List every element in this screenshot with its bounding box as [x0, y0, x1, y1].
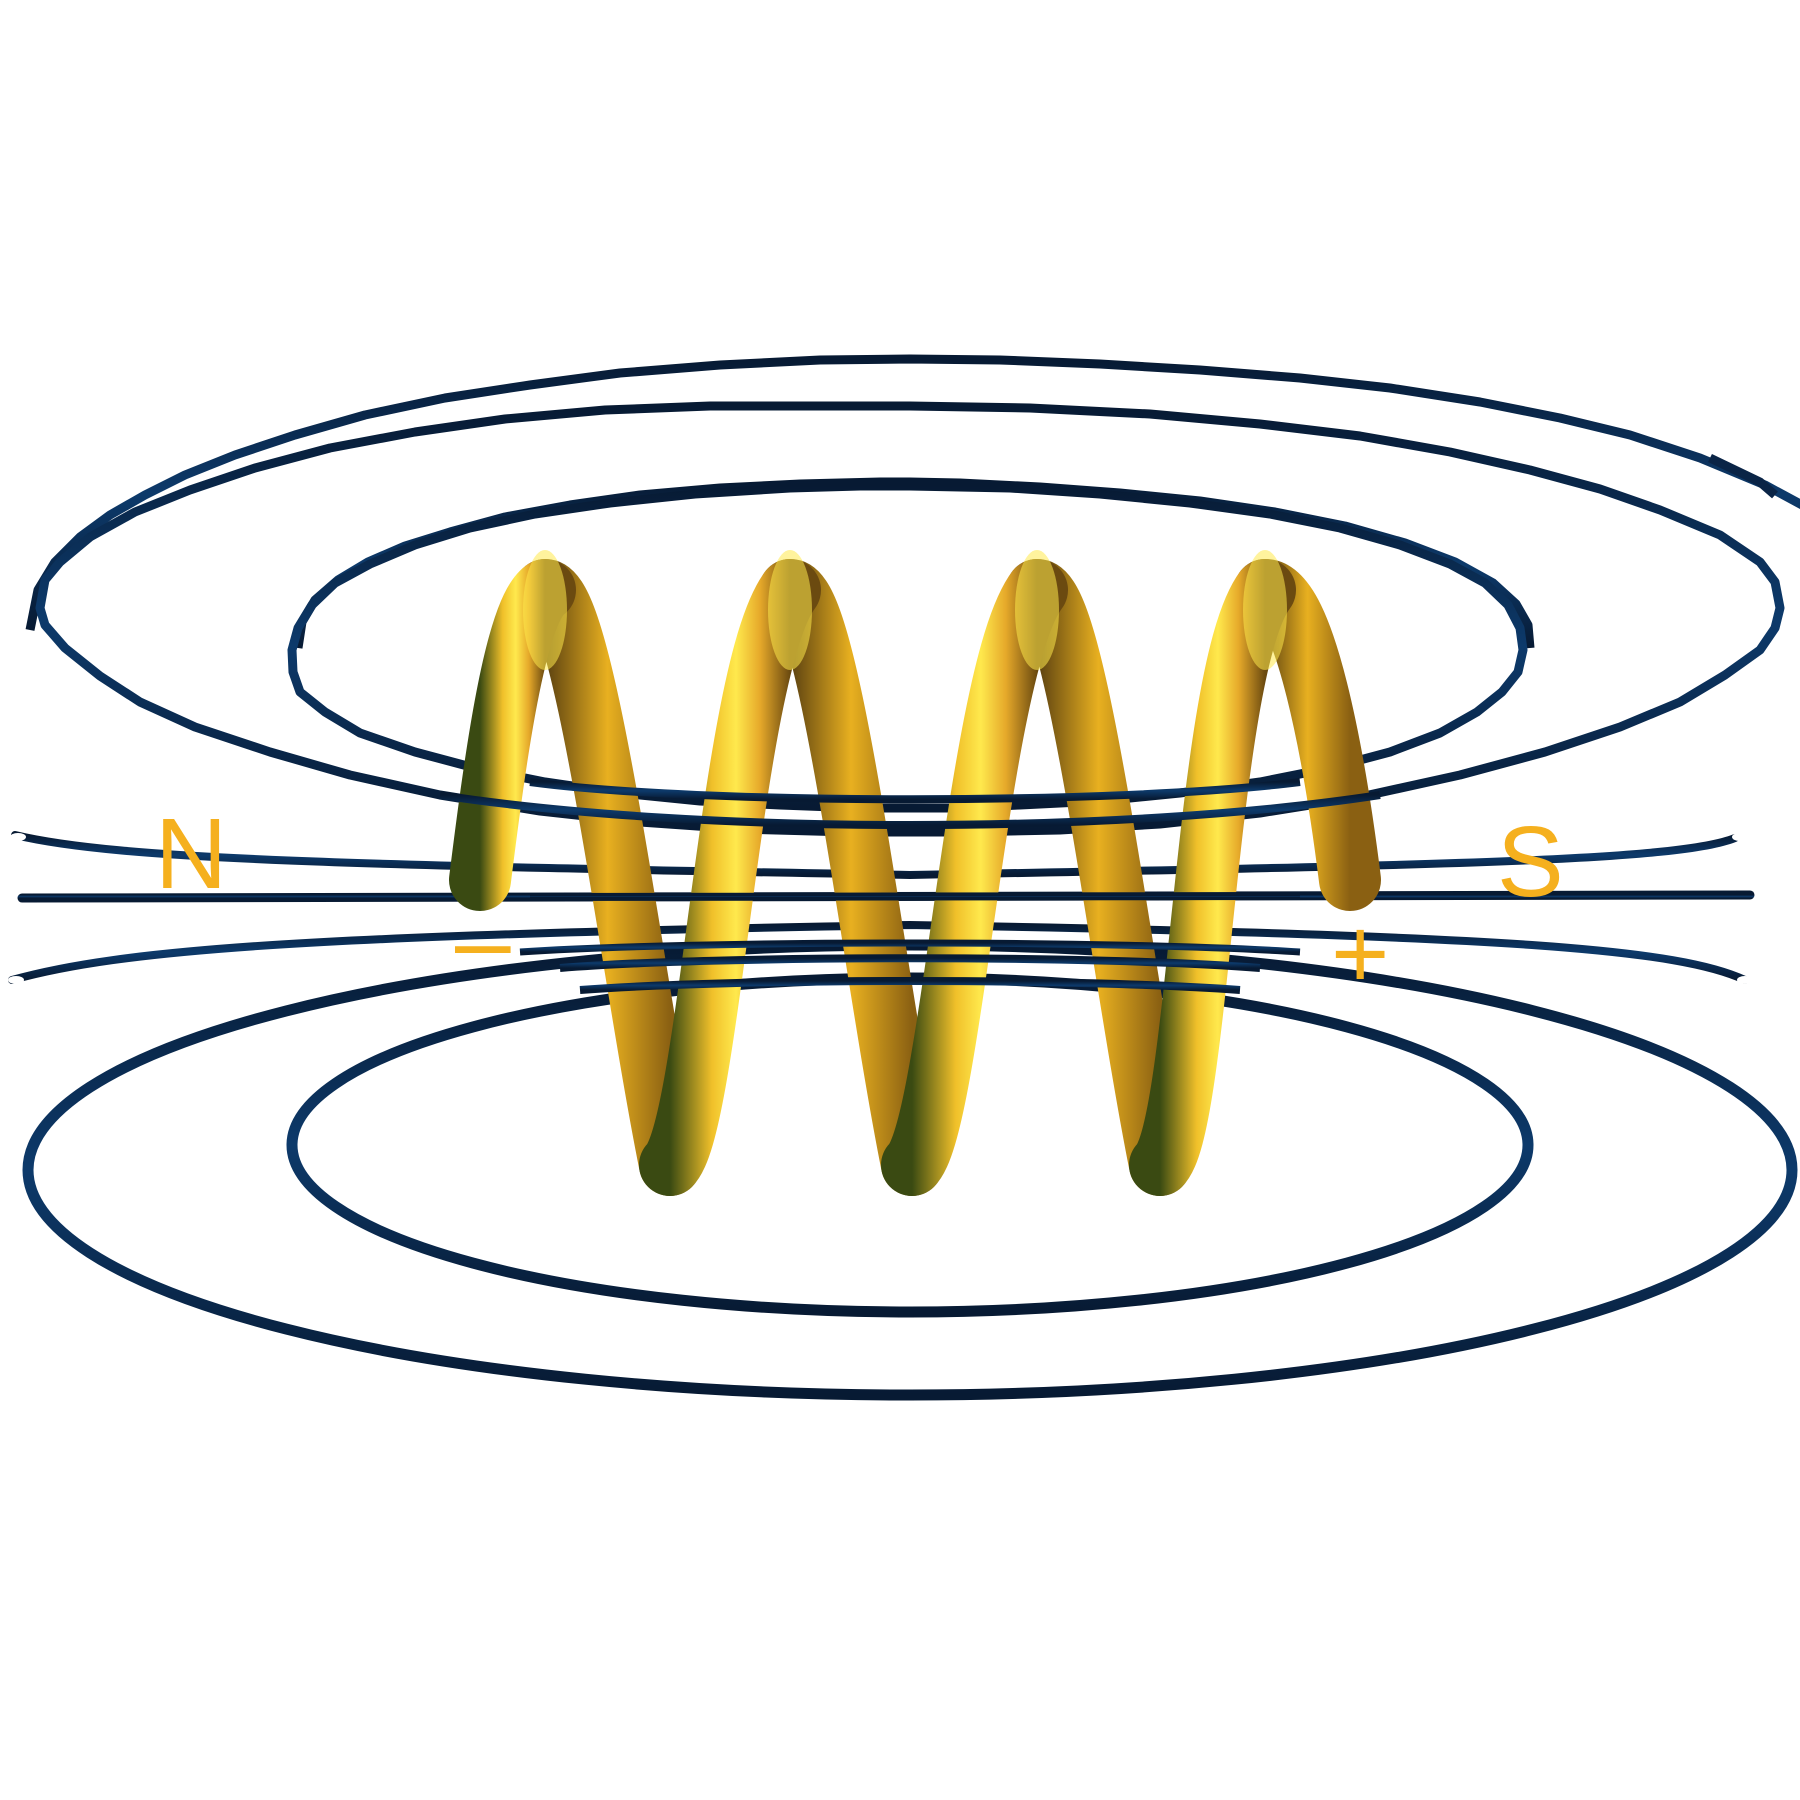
field-lines-front — [439, 778, 1381, 994]
field-line-end-upper-right — [1732, 833, 1748, 841]
center-line-front-segment — [529, 892, 1301, 901]
lower-line-front-segment — [519, 939, 1301, 956]
outer-field-loop-back — [25, 354, 1800, 631]
coil-highlight — [523, 550, 567, 670]
coil-highlight — [768, 550, 812, 670]
coil-back-strand — [759, 559, 943, 1196]
inner-top-field-loop — [287, 481, 1528, 813]
positive-terminal-label: + — [1331, 898, 1389, 1010]
coil-highlight — [1243, 550, 1287, 670]
field-line-end-upper-left — [10, 833, 26, 841]
field-loops-top — [35, 401, 1785, 837]
field-line-end-lower-right — [1737, 976, 1753, 984]
coil-back-strand — [514, 559, 701, 1196]
coil-front-strand — [1129, 559, 1296, 1196]
negative-terminal-label: – — [455, 885, 511, 997]
inner-bottom-loop-front-segment — [579, 977, 1241, 994]
solenoid-coil — [449, 550, 1381, 1196]
outer-field-loop-back-right — [1708, 453, 1778, 499]
coil-back-strand — [1006, 559, 1191, 1196]
inner-field-loop-back — [293, 477, 1535, 649]
inner-top-loop-front-segment — [529, 778, 1301, 804]
field-line-upper — [11, 831, 1739, 880]
outer-bottom-loop-front-segment — [559, 954, 1261, 972]
south-pole-label: S — [1497, 806, 1564, 918]
field-line-end-lower-left — [8, 976, 24, 984]
coil-front-strand — [639, 559, 821, 1196]
outer-top-loop-front-segment — [439, 791, 1381, 829]
field-line-lower — [8, 920, 1749, 984]
north-pole-label: N — [155, 798, 227, 910]
coil-highlight — [1015, 550, 1059, 670]
